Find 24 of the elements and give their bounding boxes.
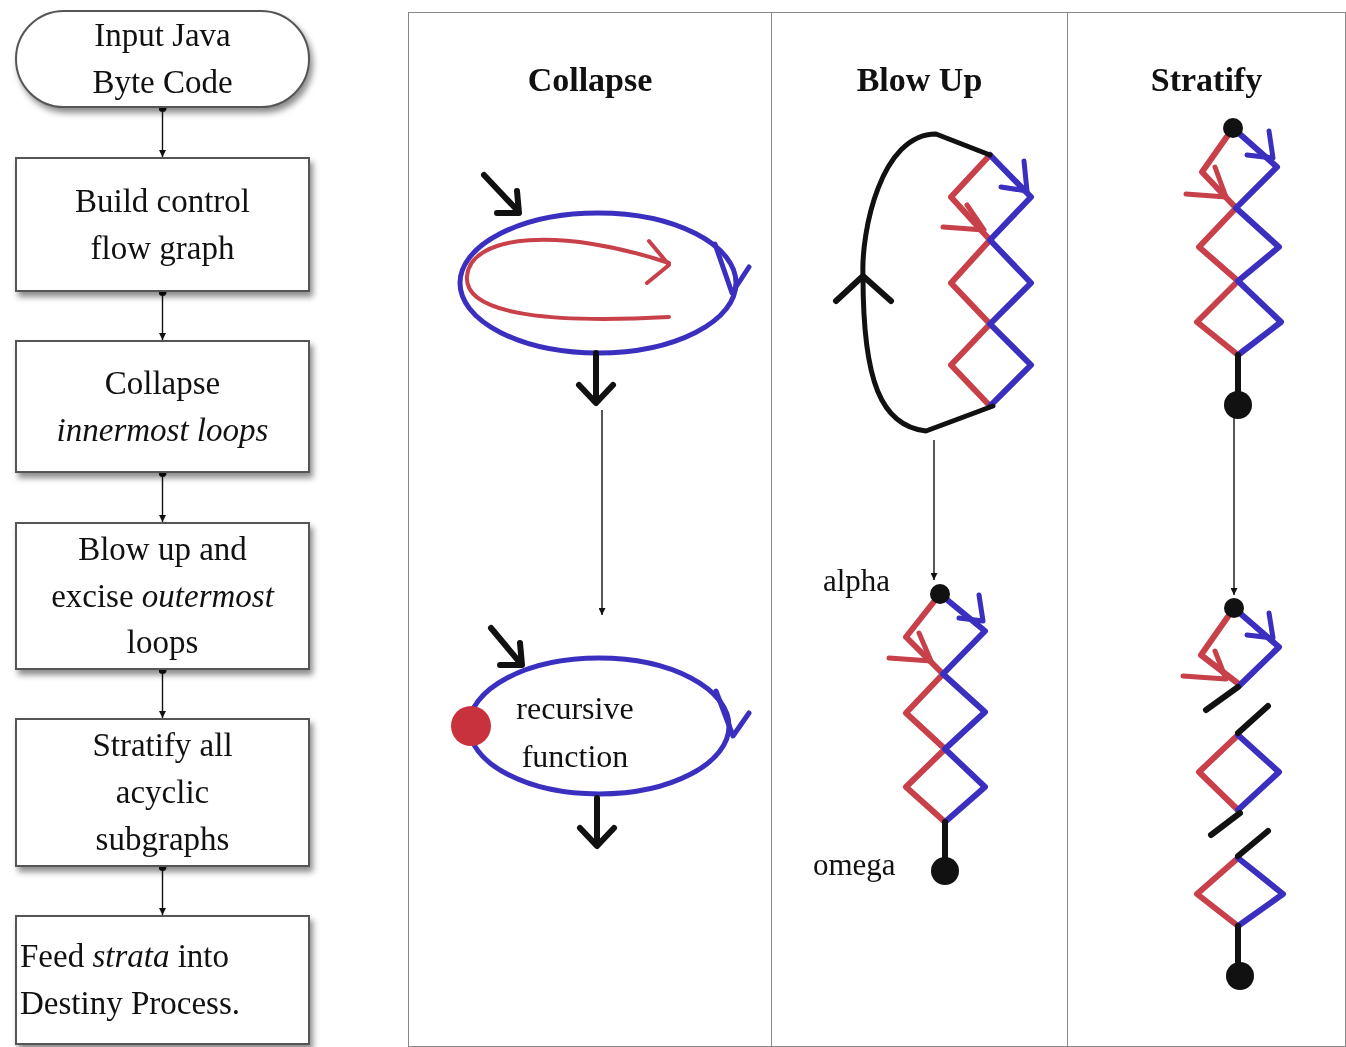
panel bbox=[1067, 12, 1346, 1047]
box-label: Stratify all acyclic subgraphs bbox=[91, 726, 234, 859]
box-label: Feed strata into Destiny Process. bbox=[20, 937, 241, 1023]
point-label: alpha bbox=[823, 563, 891, 599]
arrow bbox=[598, 409, 606, 616]
panel-title: Blow Up bbox=[855, 61, 984, 99]
process-box bbox=[15, 340, 310, 473]
terminal-box bbox=[15, 10, 310, 108]
drawing-label: recursive function bbox=[515, 689, 635, 776]
box-label: Blow up and excise outermost loops bbox=[50, 529, 276, 663]
arrow bbox=[930, 439, 938, 581]
panel-title: Stratify bbox=[1149, 61, 1264, 99]
process-box bbox=[15, 718, 310, 867]
box-label: Input Java Byte Code bbox=[91, 16, 234, 102]
point-label: omega bbox=[813, 847, 896, 883]
arrow bbox=[1230, 417, 1238, 596]
process-box bbox=[15, 522, 310, 670]
panel-title: Collapse bbox=[526, 61, 654, 99]
panel bbox=[771, 12, 1068, 1047]
box-label: Build control flow graph bbox=[73, 181, 252, 268]
panel bbox=[408, 12, 772, 1047]
process-box bbox=[15, 157, 310, 292]
box-label: Collapse innermost loops bbox=[55, 363, 270, 450]
process-box bbox=[15, 915, 310, 1045]
